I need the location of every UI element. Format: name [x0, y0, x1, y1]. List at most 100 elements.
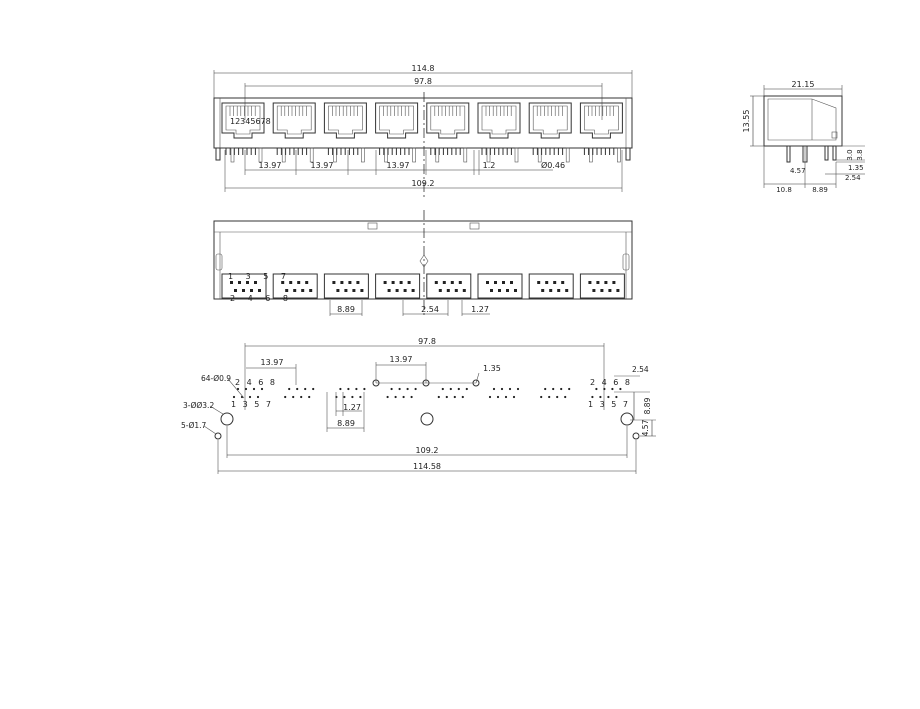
footprint-hole: [488, 395, 492, 399]
shield-tail: [565, 147, 570, 163]
pin-dot: [356, 281, 360, 284]
footprint-hole: [394, 395, 397, 399]
dim-height: 13.55: [742, 95, 764, 147]
footprint-hole: [260, 387, 264, 391]
rj45-port: [528, 102, 572, 139]
port-outline: [375, 102, 419, 139]
pin-dot: [458, 281, 462, 284]
rj45-ports-front: [221, 102, 623, 139]
dim-label-pin-pitch: 1.2: [483, 161, 496, 170]
footprint-hole: [504, 395, 508, 399]
connector-body-side: [763, 95, 843, 147]
dim-pin-span: 97.8: [244, 77, 603, 120]
pin-dot: [502, 281, 505, 284]
pin-dot: [285, 289, 289, 292]
fp-pins-upper-left: 2 4 6 8: [235, 378, 277, 387]
shield-tail: [309, 147, 314, 163]
bottom-view: 1 3 5 7 2 4 6 8 8.89 2.54 1.27: [213, 210, 633, 318]
port-outline: [323, 102, 367, 139]
footprint-hole: [355, 387, 358, 391]
shield-tail: [486, 147, 491, 163]
footprint-hole: [492, 387, 496, 391]
footprint-hole: [402, 395, 405, 399]
footprint-hole: [308, 395, 311, 399]
dim-label-1-27-footprint: 1.27: [343, 403, 361, 412]
pin-block: [323, 273, 369, 299]
pin-block-outline: [528, 273, 574, 299]
fp-pins-lower-left: 1 3 5 7: [231, 400, 273, 409]
pin-dot: [293, 289, 297, 292]
dim-label-4-57: 4.57: [790, 167, 806, 175]
footprint-hole: [564, 395, 567, 399]
dim-footprint-span: 97.8: [244, 337, 605, 410]
dim-footprint-overall: 109.2 114.58: [217, 426, 637, 474]
shield-tail: [537, 147, 542, 163]
pin-dot: [411, 289, 415, 292]
post-tail: [215, 147, 221, 161]
footprint-hole: [516, 387, 520, 391]
footprint-hole: [453, 395, 456, 399]
note-64-holes: 64-Ø0.9: [201, 374, 231, 383]
pin-dot: [514, 289, 517, 292]
pin-dot: [490, 289, 493, 292]
pin-dot: [340, 281, 344, 284]
rj45-port: [426, 102, 470, 139]
footprint-hole: [335, 395, 338, 399]
post-hole-right: [632, 432, 640, 440]
port-inner: [328, 105, 363, 135]
shield-tail: [412, 147, 416, 163]
port-outline: [528, 102, 572, 139]
pin-dot: [596, 281, 600, 284]
front-view: 114.8 97.8 12345678 13.97 13.97 13.97 1.…: [213, 64, 633, 200]
footprint-hole: [461, 395, 464, 399]
pin-dot: [348, 281, 352, 284]
footprint-hole: [445, 395, 448, 399]
footprint-hole: [236, 387, 240, 391]
post-hole-left: [214, 432, 222, 440]
pin-dot: [557, 289, 561, 292]
shield-tail: [514, 147, 519, 163]
footprint-hole: [437, 395, 440, 399]
footprint-hole: [351, 395, 354, 399]
pin-dot: [387, 289, 391, 292]
mount-hole-right: [620, 412, 634, 426]
footprint-hole: [339, 387, 342, 391]
pin-dot: [344, 289, 348, 292]
footprint-hole: [343, 395, 346, 399]
footprint-hole: [300, 395, 303, 399]
pin-dot: [305, 281, 309, 284]
pin-dot: [604, 281, 608, 284]
pin-dot: [254, 281, 257, 284]
footprint-hole: [611, 387, 614, 391]
pin-dot: [446, 289, 450, 292]
dim-tails: 3.0 3.8 1.35 2.54 4.57 10.8 8.89: [763, 145, 865, 194]
dim-post-span: 109.2: [224, 150, 623, 192]
pin-dot: [553, 281, 557, 284]
dim-label-8-89-right: 8.89: [643, 397, 652, 414]
pin-dot: [600, 289, 604, 292]
port-outline: [426, 102, 470, 139]
footprint-hole: [410, 395, 413, 399]
footprint-hole: [406, 387, 409, 391]
pin-block: [221, 273, 267, 299]
pin-block: [579, 273, 625, 299]
pin-dot: [246, 281, 249, 284]
pin-block: [528, 273, 574, 299]
dim-label-1-35-footprint: 1.35: [483, 364, 501, 373]
pin-dot: [608, 289, 612, 292]
footprint-hole: [398, 387, 401, 391]
footprint-hole: [556, 395, 559, 399]
pin-dot: [297, 281, 301, 284]
pin-dot: [565, 289, 569, 292]
dim-pitch-row: 13.97 13.97 13.97 1.2 Ø0.46: [244, 150, 565, 175]
dim-label-114-58: 114.58: [413, 462, 441, 471]
port-inner: [481, 105, 517, 135]
footprint-hole: [292, 395, 295, 399]
pin-dot: [391, 281, 395, 284]
pin-dot: [242, 289, 245, 292]
footprint-hole: [232, 395, 236, 399]
footprint-hole: [288, 387, 291, 391]
dim-label-pitch-center: 13.97: [390, 355, 413, 364]
footprint-hole: [568, 387, 571, 391]
footprint-hole: [508, 387, 512, 391]
